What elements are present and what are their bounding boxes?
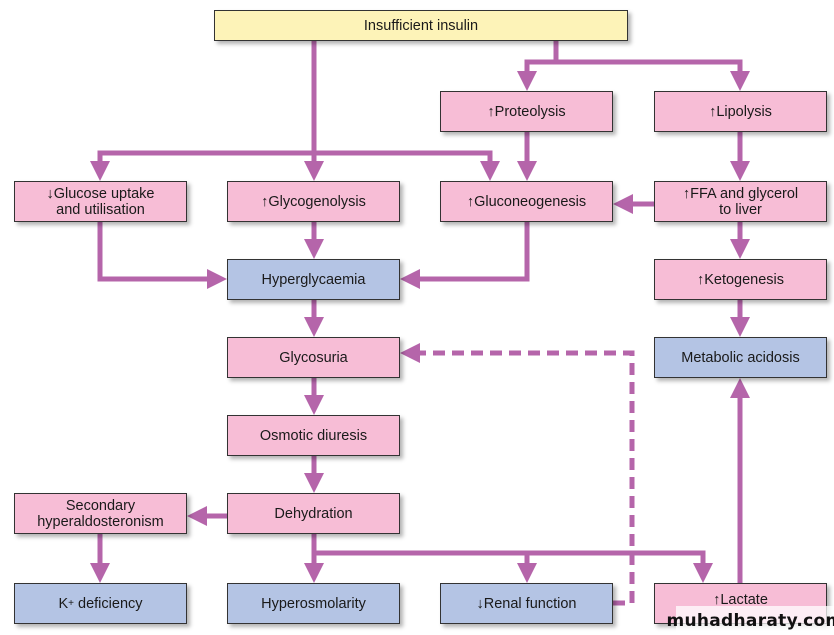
node-gluconeogenesis: ↑Gluconeogenesis — [440, 181, 613, 222]
node-hyperosmolarity: Hyperosmolarity — [227, 583, 400, 624]
node-lipolysis: ↑Lipolysis — [654, 91, 827, 132]
arrow-dehydration-renal — [314, 550, 537, 584]
node-glycogenolysis: ↑Glycogenolysis — [227, 181, 400, 222]
arrow-glucose-uptake-hyperglycaemia — [97, 222, 228, 289]
arrow-insulin-lipolysis — [556, 59, 750, 92]
arrow-gluconeogenesis-hyperglycaemia — [399, 222, 530, 289]
arrow-insulin-split — [517, 41, 559, 92]
node-hyperglycaemia: Hyperglycaemia — [227, 259, 400, 300]
node-glucose-uptake: ↓Glucose uptake and utilisation — [14, 181, 187, 222]
node-secondary-hyperaldosteronism: Secondary hyperaldosteronism — [14, 493, 187, 534]
k-label: K — [58, 595, 69, 612]
node-insufficient-insulin: Insufficient insulin — [214, 10, 628, 41]
k-deficiency-label: deficiency — [74, 595, 143, 612]
node-k-deficiency: K+ deficiency — [14, 583, 187, 624]
arrow-dehydration-lactate — [527, 550, 713, 584]
node-osmotic-diuresis: Osmotic diuresis — [227, 415, 400, 456]
arrow-to-gluconeogenesis — [314, 150, 500, 182]
node-ketogenesis: ↑Ketogenesis — [654, 259, 827, 300]
node-proteolysis: ↑Proteolysis — [440, 91, 613, 132]
dashed-arrow-renal-glycosuria — [399, 343, 635, 606]
watermark: muhadharaty.com — [666, 606, 834, 635]
node-metabolic-acidosis: Metabolic acidosis — [654, 337, 827, 378]
node-dehydration: Dehydration — [227, 493, 400, 534]
node-ffa-glycerol: ↑FFA and glycerol to liver — [654, 181, 827, 222]
node-glycosuria: Glycosuria — [227, 337, 400, 378]
arrow-to-glucose-uptake — [90, 150, 314, 182]
node-renal-function: ↓Renal function — [440, 583, 613, 624]
